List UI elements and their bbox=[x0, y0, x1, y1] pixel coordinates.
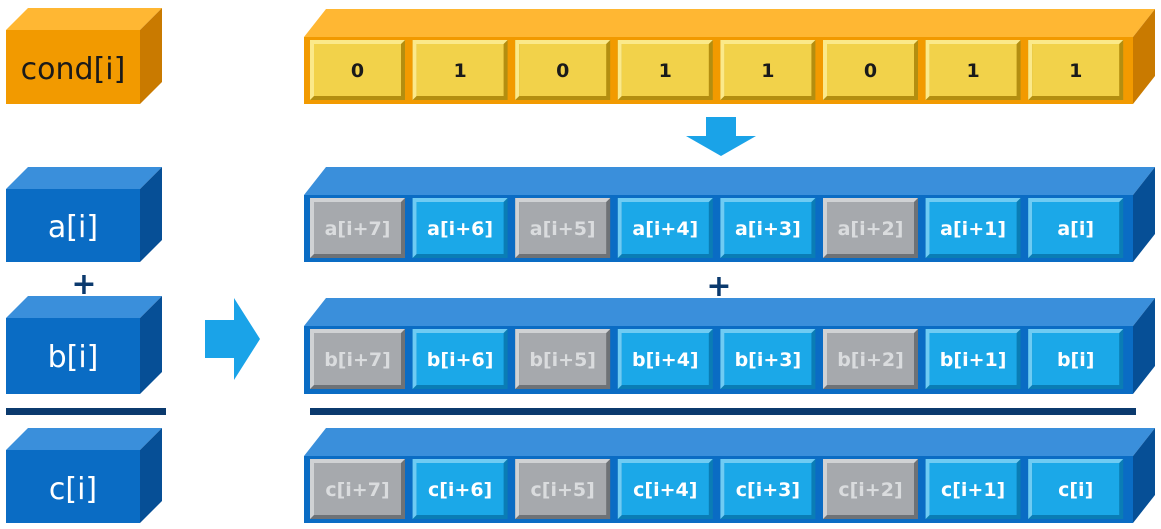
c-cell-label: c[i+4] bbox=[633, 479, 697, 501]
c-cell-label: c[i+5] bbox=[531, 479, 595, 501]
a-cell-label: a[i+5] bbox=[530, 218, 596, 240]
b-cell-label: b[i+6] bbox=[427, 349, 494, 371]
cond-value: 0 bbox=[864, 60, 877, 82]
c-cell-label: c[i+7] bbox=[325, 479, 389, 501]
b-cell-inactive: b[i+2] bbox=[823, 329, 918, 389]
cond-value: 1 bbox=[761, 60, 774, 82]
b-cell-active: b[i+4] bbox=[617, 329, 713, 389]
c-block: c[i] bbox=[6, 428, 162, 523]
divider-right bbox=[310, 408, 1136, 415]
cond-value: 0 bbox=[556, 60, 569, 82]
a-block: a[i] bbox=[6, 167, 162, 262]
cond-value: 1 bbox=[1069, 60, 1082, 82]
c-label: c[i] bbox=[49, 472, 97, 507]
c-cell-label: c[i+3] bbox=[736, 479, 800, 501]
c-cell-label: c[i+1] bbox=[941, 479, 1005, 501]
a-cell-inactive: a[i+2] bbox=[823, 198, 918, 258]
c-array: c[i+7] c[i+6] c[i+5] c[i+4] c[i+3] c[i+2] c[i+… bbox=[304, 428, 1155, 523]
cond-value: 1 bbox=[453, 60, 466, 82]
b-cell-inactive: b[i+5] bbox=[515, 329, 611, 389]
b-cell-label: b[i+1] bbox=[940, 349, 1007, 371]
cond-label: cond[i] bbox=[21, 52, 126, 87]
c-cell-inactive: c[i+5] bbox=[515, 459, 611, 519]
cond-cell: 0 bbox=[515, 40, 611, 100]
cond-cell: 0 bbox=[823, 40, 918, 100]
b-cell-label: b[i+4] bbox=[632, 349, 699, 371]
b-cell-active: b[i+1] bbox=[925, 329, 1021, 389]
a-cell-label: a[i+2] bbox=[838, 218, 904, 240]
c-cell-active: c[i+6] bbox=[412, 459, 508, 519]
c-cell-label: c[i+6] bbox=[428, 479, 492, 501]
c-cell-inactive: c[i+7] bbox=[310, 459, 405, 519]
b-cell-label: b[i+3] bbox=[735, 349, 802, 371]
a-cell-active: a[i+3] bbox=[720, 198, 816, 258]
divider-left bbox=[6, 408, 166, 415]
a-array: a[i+7] a[i+6] a[i+5] a[i+4] a[i+3] a[i+2] a[i+… bbox=[304, 167, 1155, 262]
a-cell-label: a[i+7] bbox=[325, 218, 391, 240]
b-cell-active: b[i+6] bbox=[412, 329, 508, 389]
a-cell-label: a[i+6] bbox=[427, 218, 493, 240]
cond-value: 1 bbox=[659, 60, 672, 82]
right-arrow-icon bbox=[205, 298, 260, 380]
b-cell-active: b[i+3] bbox=[720, 329, 816, 389]
c-cell-active: c[i+4] bbox=[617, 459, 713, 519]
a-cell-label: a[i+1] bbox=[940, 218, 1006, 240]
a-cell-active: a[i+4] bbox=[617, 198, 713, 258]
down-arrow-icon bbox=[686, 117, 756, 156]
a-cell-inactive: a[i+5] bbox=[515, 198, 611, 258]
cond-cell: 1 bbox=[925, 40, 1021, 100]
a-cell-label: a[i+4] bbox=[632, 218, 698, 240]
b-label: b[i] bbox=[48, 340, 99, 375]
a-cell-inactive: a[i+7] bbox=[310, 198, 405, 258]
a-cell-active: a[i+6] bbox=[412, 198, 508, 258]
a-label: a[i] bbox=[48, 210, 98, 245]
cond-block: cond[i] bbox=[6, 8, 162, 104]
b-cell-label: b[i] bbox=[1057, 349, 1094, 371]
cond-cell: 1 bbox=[720, 40, 816, 100]
c-cell-active: c[i] bbox=[1028, 459, 1124, 519]
c-cell-label: c[i] bbox=[1058, 479, 1093, 501]
c-cell-label: c[i+2] bbox=[838, 479, 902, 501]
cond-value: 1 bbox=[966, 60, 979, 82]
cond-cell: 0 bbox=[310, 40, 405, 100]
a-cell-label: a[i+3] bbox=[735, 218, 801, 240]
b-cell-label: b[i+7] bbox=[324, 349, 391, 371]
c-cell-active: c[i+1] bbox=[925, 459, 1021, 519]
a-cell-active: a[i] bbox=[1028, 198, 1124, 258]
cond-value: 0 bbox=[351, 60, 364, 82]
c-cell-inactive: c[i+2] bbox=[823, 459, 918, 519]
cond-cell: 1 bbox=[617, 40, 713, 100]
c-cell-active: c[i+3] bbox=[720, 459, 816, 519]
b-block: b[i] bbox=[6, 296, 162, 394]
b-cell-active: b[i] bbox=[1028, 329, 1124, 389]
a-cell-label: a[i] bbox=[1057, 218, 1094, 240]
cond-cell: 1 bbox=[412, 40, 508, 100]
cond-cell: 1 bbox=[1028, 40, 1124, 100]
cond-array: 0 1 0 1 1 0 1 1 bbox=[304, 9, 1155, 104]
a-cell-active: a[i+1] bbox=[925, 198, 1021, 258]
b-cell-inactive: b[i+7] bbox=[310, 329, 405, 389]
b-cell-label: b[i+5] bbox=[529, 349, 596, 371]
b-array: b[i+7] b[i+6] b[i+5] b[i+4] b[i+3] b[i+2] b[i+… bbox=[304, 298, 1155, 394]
b-cell-label: b[i+2] bbox=[837, 349, 904, 371]
